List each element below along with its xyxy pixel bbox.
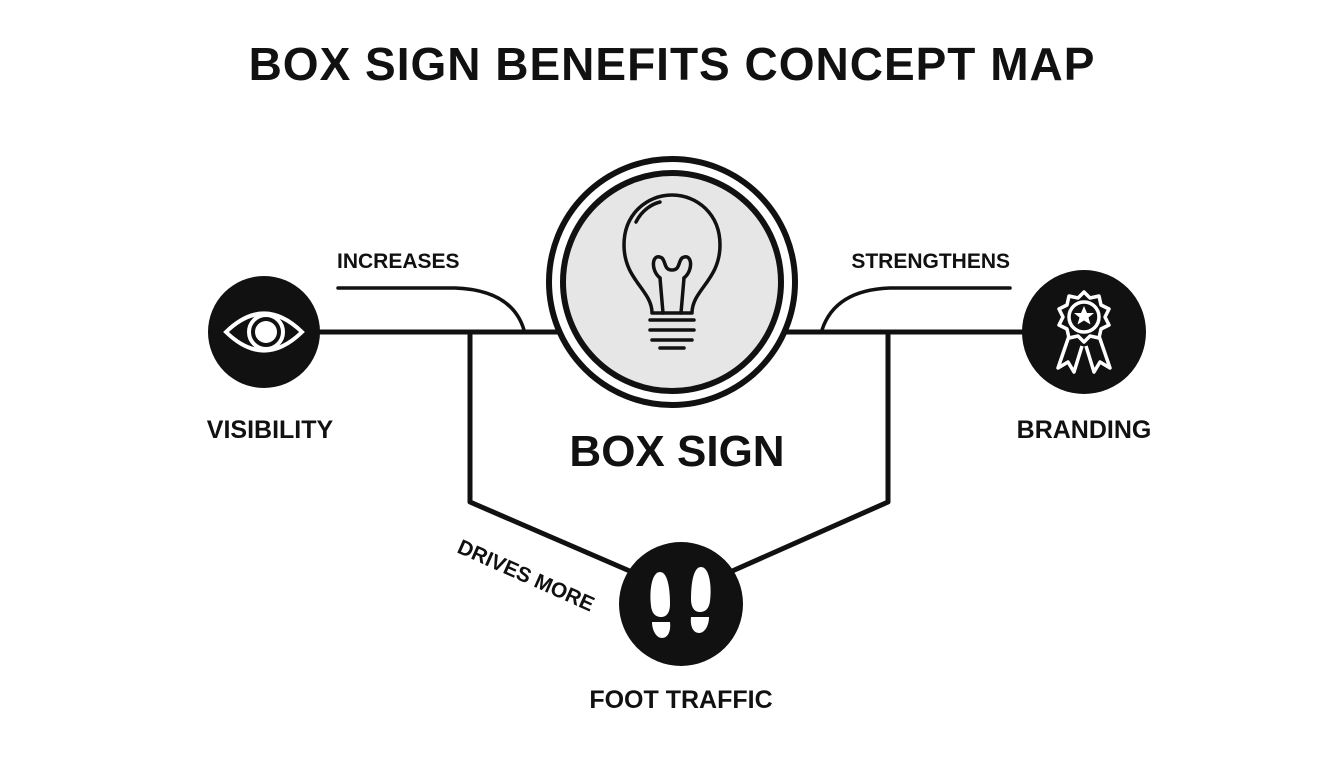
- edge-label-increases: INCREASES: [337, 250, 460, 273]
- edge-label-strengthens: STRENGTHENS: [851, 250, 1010, 273]
- connector-increases-arc: [336, 286, 526, 332]
- visibility-node: [208, 276, 320, 388]
- foot-traffic-node: [619, 542, 743, 666]
- center-inner-ring: [560, 170, 784, 394]
- visibility-label: VISIBILITY: [207, 416, 334, 444]
- diagram-title: BOX SIGN BENEFITS CONCEPT MAP: [249, 38, 1096, 90]
- connector-foot-traffic-left: [467, 329, 635, 575]
- foot-traffic-circle: [619, 542, 743, 666]
- branding-label: BRANDING: [1017, 416, 1152, 444]
- connector-foot-traffic-right: [727, 329, 891, 575]
- connector-strengthens-arc: [820, 286, 1012, 332]
- branding-node: [1022, 270, 1146, 394]
- center-node: [546, 156, 798, 408]
- eye-icon: [223, 311, 305, 353]
- connectors: [297, 286, 1043, 575]
- center-label: BOX SIGN: [569, 427, 784, 476]
- lightbulb-icon: [622, 193, 722, 350]
- foot-traffic-label: FOOT TRAFFIC: [589, 686, 772, 714]
- award-ribbon-icon: [1056, 290, 1112, 374]
- footprints-icon: [650, 567, 711, 638]
